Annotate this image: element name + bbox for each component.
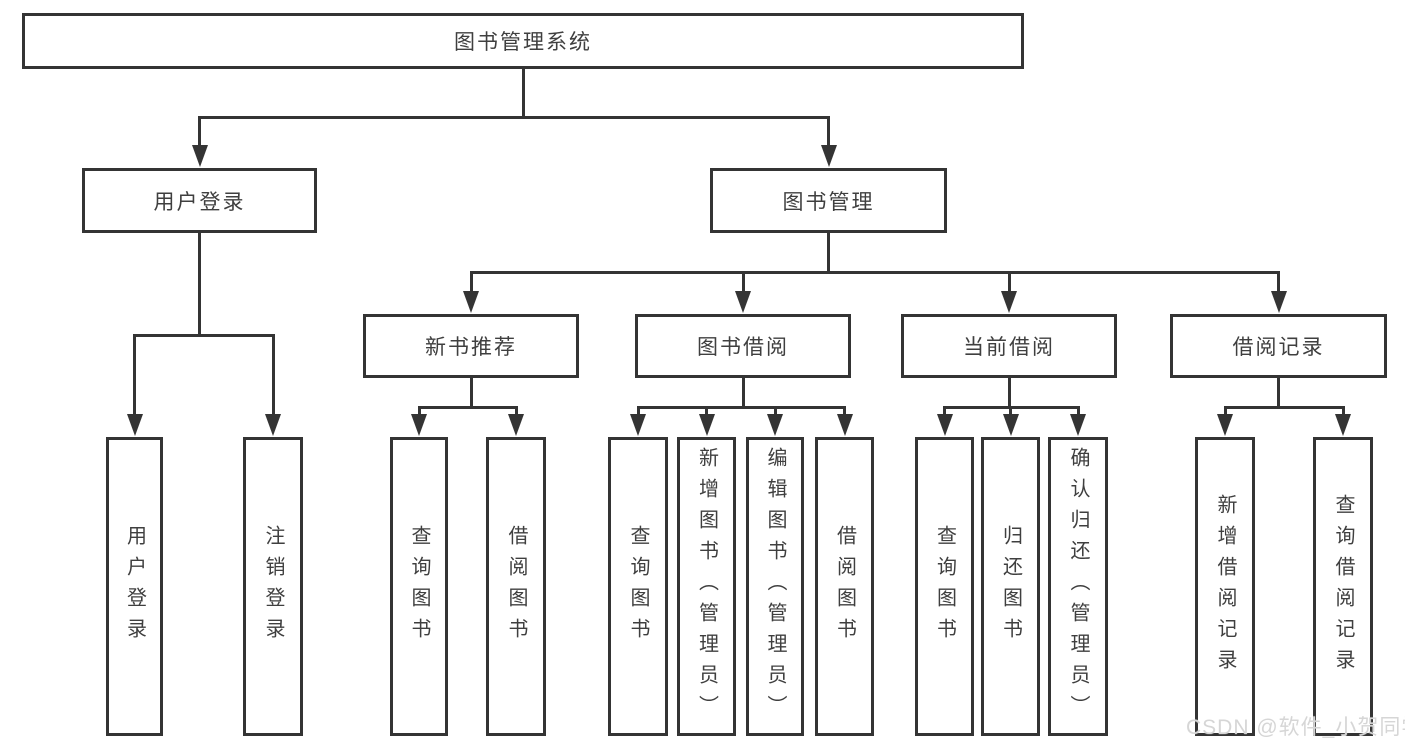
arrow-down-icon (767, 414, 783, 436)
arrow-down-icon (191, 145, 208, 167)
connector-arrow-stem (773, 407, 777, 416)
connector-branch (417, 405, 518, 409)
node-label: 查询图书 (627, 524, 649, 649)
connector-arrow-stem (469, 272, 473, 293)
arrow-down-icon (265, 414, 281, 436)
node-label: 借阅图书 (833, 524, 856, 649)
node-label: 归还图书 (999, 524, 1022, 649)
connector-arrow-stem (827, 117, 830, 147)
node-label: 图书管理 (782, 190, 875, 214)
connector-branch (198, 115, 830, 119)
arrow-down-icon (411, 414, 427, 436)
arrow-down-icon (463, 291, 479, 313)
node-label: 用户登录 (123, 524, 146, 649)
connector-arrow-stem (417, 407, 421, 416)
arrow-down-icon (836, 414, 853, 436)
connector-branch (636, 405, 846, 409)
node-label: 图书借阅 (697, 336, 789, 359)
connector-arrow-stem (1007, 272, 1011, 293)
node-label: 借阅图书 (505, 524, 527, 649)
arrow-down-icon (630, 414, 646, 436)
node-leaf-br-add: 新增借阅记录 (1195, 437, 1255, 736)
connector-branch (469, 270, 1280, 274)
arrow-down-icon (508, 414, 524, 436)
node-label: 新增借阅记录 (1214, 493, 1236, 680)
connector-arrow-stem (271, 335, 275, 416)
node-root: 图书管理系统 (22, 13, 1024, 69)
node-leaf-cb-return: 归还图书 (981, 437, 1040, 736)
connector-arrow-stem (1223, 407, 1227, 416)
watermark: CSDN @软件_小贺同学 (1186, 716, 1405, 739)
connector-arrow-stem (636, 407, 640, 416)
connector-arrow-stem (943, 407, 946, 416)
arrow-down-icon (1002, 414, 1019, 436)
connector-arrow-stem (843, 407, 846, 416)
arrow-down-icon (820, 145, 837, 167)
connector-stem (741, 376, 745, 409)
connector-stem (1277, 376, 1280, 409)
node-label: 图书管理系统 (454, 31, 592, 54)
connector-arrow-stem (1009, 407, 1012, 416)
arrow-down-icon (1217, 414, 1233, 436)
connector-arrow-stem (1341, 407, 1345, 416)
arrow-down-icon (1070, 414, 1086, 436)
node-label: 查询图书 (933, 524, 956, 649)
node-leaf-cb-query: 查询图书 (915, 437, 974, 736)
node-label: 借阅记录 (1232, 336, 1325, 359)
node-leaf-bb-borrow: 借阅图书 (815, 437, 874, 736)
arrow-down-icon (735, 291, 751, 313)
connector-arrow-stem (1277, 272, 1280, 293)
connector-arrow-stem (741, 272, 745, 293)
node-label: 查询借阅记录 (1332, 493, 1354, 680)
connector-arrow-stem (705, 407, 708, 416)
node-leaf-bb-edit: 编辑图书（管理员） (746, 437, 804, 736)
node-label: 确认归还（管理员） (1067, 447, 1089, 726)
node-current-borrow: 当前借阅 (901, 314, 1117, 378)
connector-stem (198, 231, 201, 337)
node-leaf-nb-query: 查询图书 (390, 437, 448, 736)
node-label: 新增图书（管理员） (695, 447, 718, 726)
arrow-down-icon (936, 414, 953, 436)
node-book-mgmt: 图书管理 (710, 168, 947, 233)
arrow-down-icon (1001, 291, 1017, 313)
node-borrow-records: 借阅记录 (1170, 314, 1387, 378)
node-label: 编辑图书（管理员） (764, 447, 786, 726)
connector-arrow-stem (133, 335, 136, 416)
node-label: 当前借阅 (963, 336, 1055, 359)
node-label: 用户登录 (153, 190, 246, 214)
node-leaf-user-login: 用户登录 (106, 437, 163, 736)
connector-arrow-stem (198, 117, 201, 147)
arrow-down-icon (698, 414, 715, 436)
connector-arrow-stem (1076, 407, 1080, 416)
node-leaf-bb-add: 新增图书（管理员） (677, 437, 736, 736)
node-label: 新书推荐 (425, 336, 517, 359)
node-label: 查询图书 (408, 524, 430, 649)
node-new-books: 新书推荐 (363, 314, 579, 378)
connector-arrow-stem (514, 407, 518, 416)
node-book-borrow: 图书借阅 (635, 314, 851, 378)
node-leaf-br-query: 查询借阅记录 (1313, 437, 1373, 736)
node-leaf-nb-borrow: 借阅图书 (486, 437, 546, 736)
node-leaf-cb-confirm: 确认归还（管理员） (1048, 437, 1108, 736)
connector-stem (469, 376, 473, 409)
node-leaf-logout: 注销登录 (243, 437, 303, 736)
node-user-login: 用户登录 (82, 168, 317, 233)
connector-stem (827, 231, 830, 274)
arrow-down-icon (126, 414, 143, 436)
connector-branch (133, 333, 275, 337)
node-label: 注销登录 (262, 524, 284, 649)
arrow-down-icon (1270, 291, 1287, 313)
node-leaf-bb-query: 查询图书 (608, 437, 668, 736)
connector-branch (1223, 405, 1345, 409)
arrow-down-icon (1335, 414, 1351, 436)
connector-stem (1007, 376, 1011, 409)
connector-stem (521, 67, 525, 119)
